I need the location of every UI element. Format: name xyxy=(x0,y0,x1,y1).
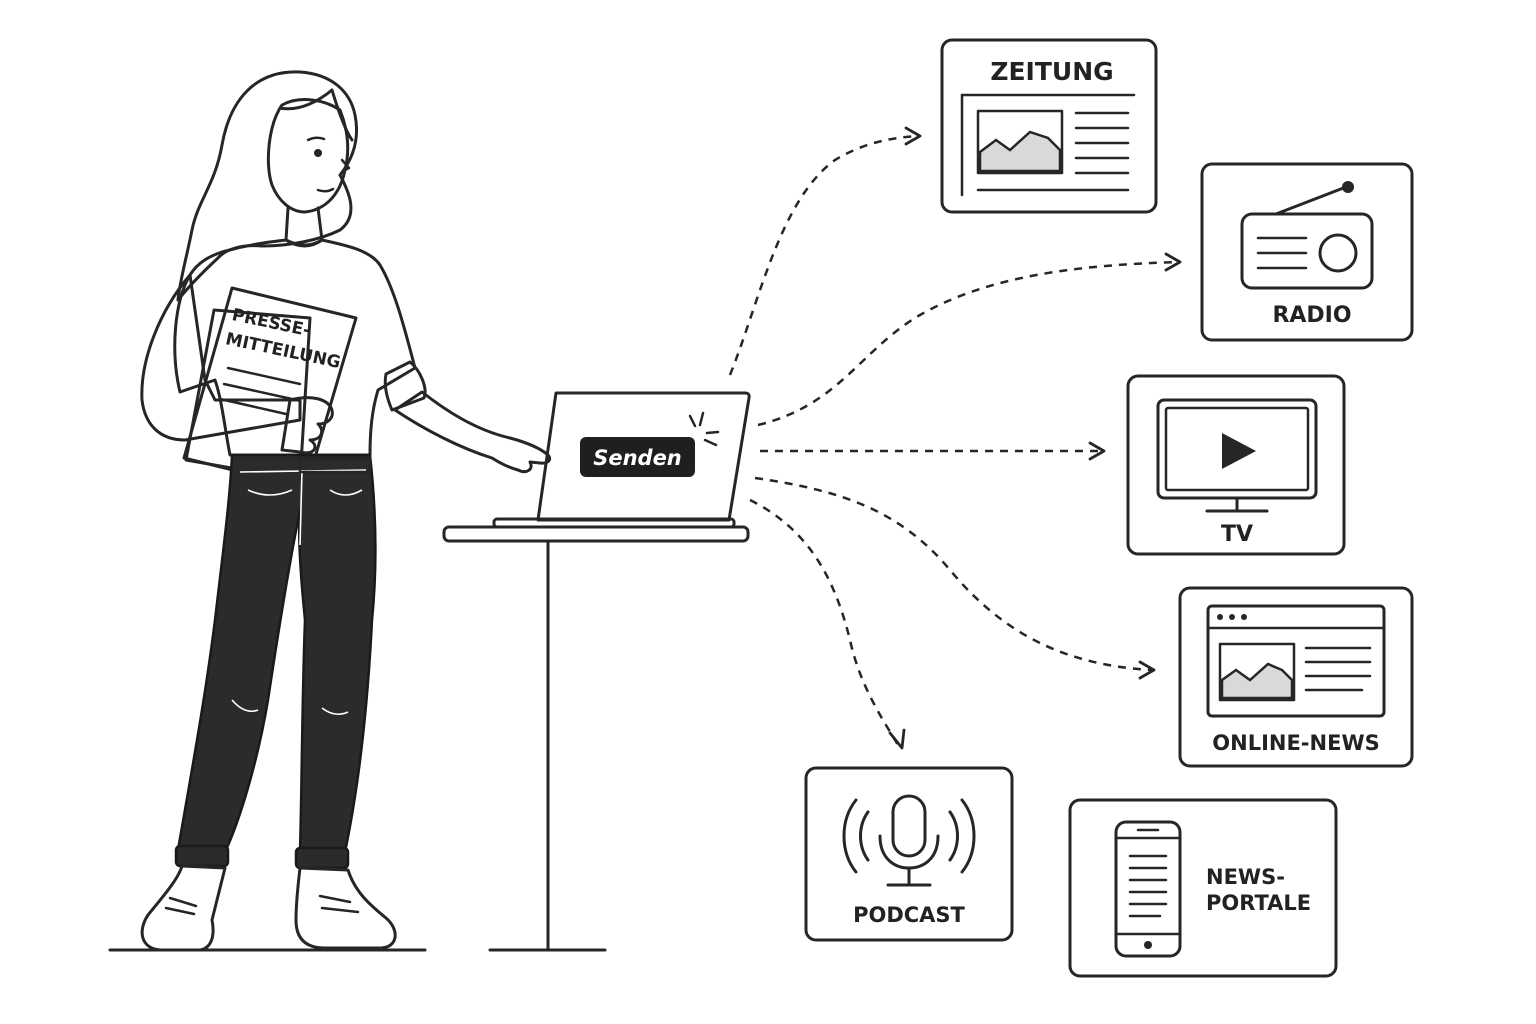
laptop xyxy=(492,391,751,529)
online-news-label: ONLINE-NEWS xyxy=(1212,731,1379,755)
shoes xyxy=(140,864,397,952)
radio-label: RADIO xyxy=(1272,303,1351,328)
arrow-to-online-news xyxy=(754,476,1156,680)
arrow-to-tv xyxy=(760,441,1106,461)
newspaper-icon xyxy=(960,93,1136,197)
jeans xyxy=(174,453,377,870)
send-button-label: Senden xyxy=(593,446,682,470)
channel-card-tv: TV xyxy=(1126,374,1346,556)
arrow-to-podcast xyxy=(749,498,906,750)
channel-card-newsportale: NEWS- PORTALE xyxy=(1068,798,1338,978)
smartphone-icon xyxy=(1114,820,1182,958)
channel-card-online-news: ONLINE-NEWS xyxy=(1178,586,1414,768)
podcast-label: PODCAST xyxy=(853,903,965,927)
microphone-icon xyxy=(842,794,976,887)
newsportale-label-line2: PORTALE xyxy=(1206,891,1311,915)
arrow-to-zeitung xyxy=(728,126,922,376)
send-button[interactable]: Senden xyxy=(580,437,695,477)
browser-icon xyxy=(1206,604,1386,718)
channel-card-zeitung: ZEITUNG xyxy=(940,38,1158,214)
tv-label: TV xyxy=(1221,522,1253,547)
newsportale-label-line1: NEWS- xyxy=(1206,865,1285,889)
side-table xyxy=(442,525,750,952)
channel-card-podcast: PODCAST xyxy=(804,766,1014,942)
radio-icon xyxy=(1240,181,1374,290)
woman-figure: PRESSE- MITTEILUNG xyxy=(140,70,552,952)
channel-card-radio: RADIO xyxy=(1200,162,1414,342)
zeitung-label: ZEITUNG xyxy=(990,57,1113,86)
tv-icon xyxy=(1156,398,1318,513)
arrow-to-radio xyxy=(757,252,1182,427)
